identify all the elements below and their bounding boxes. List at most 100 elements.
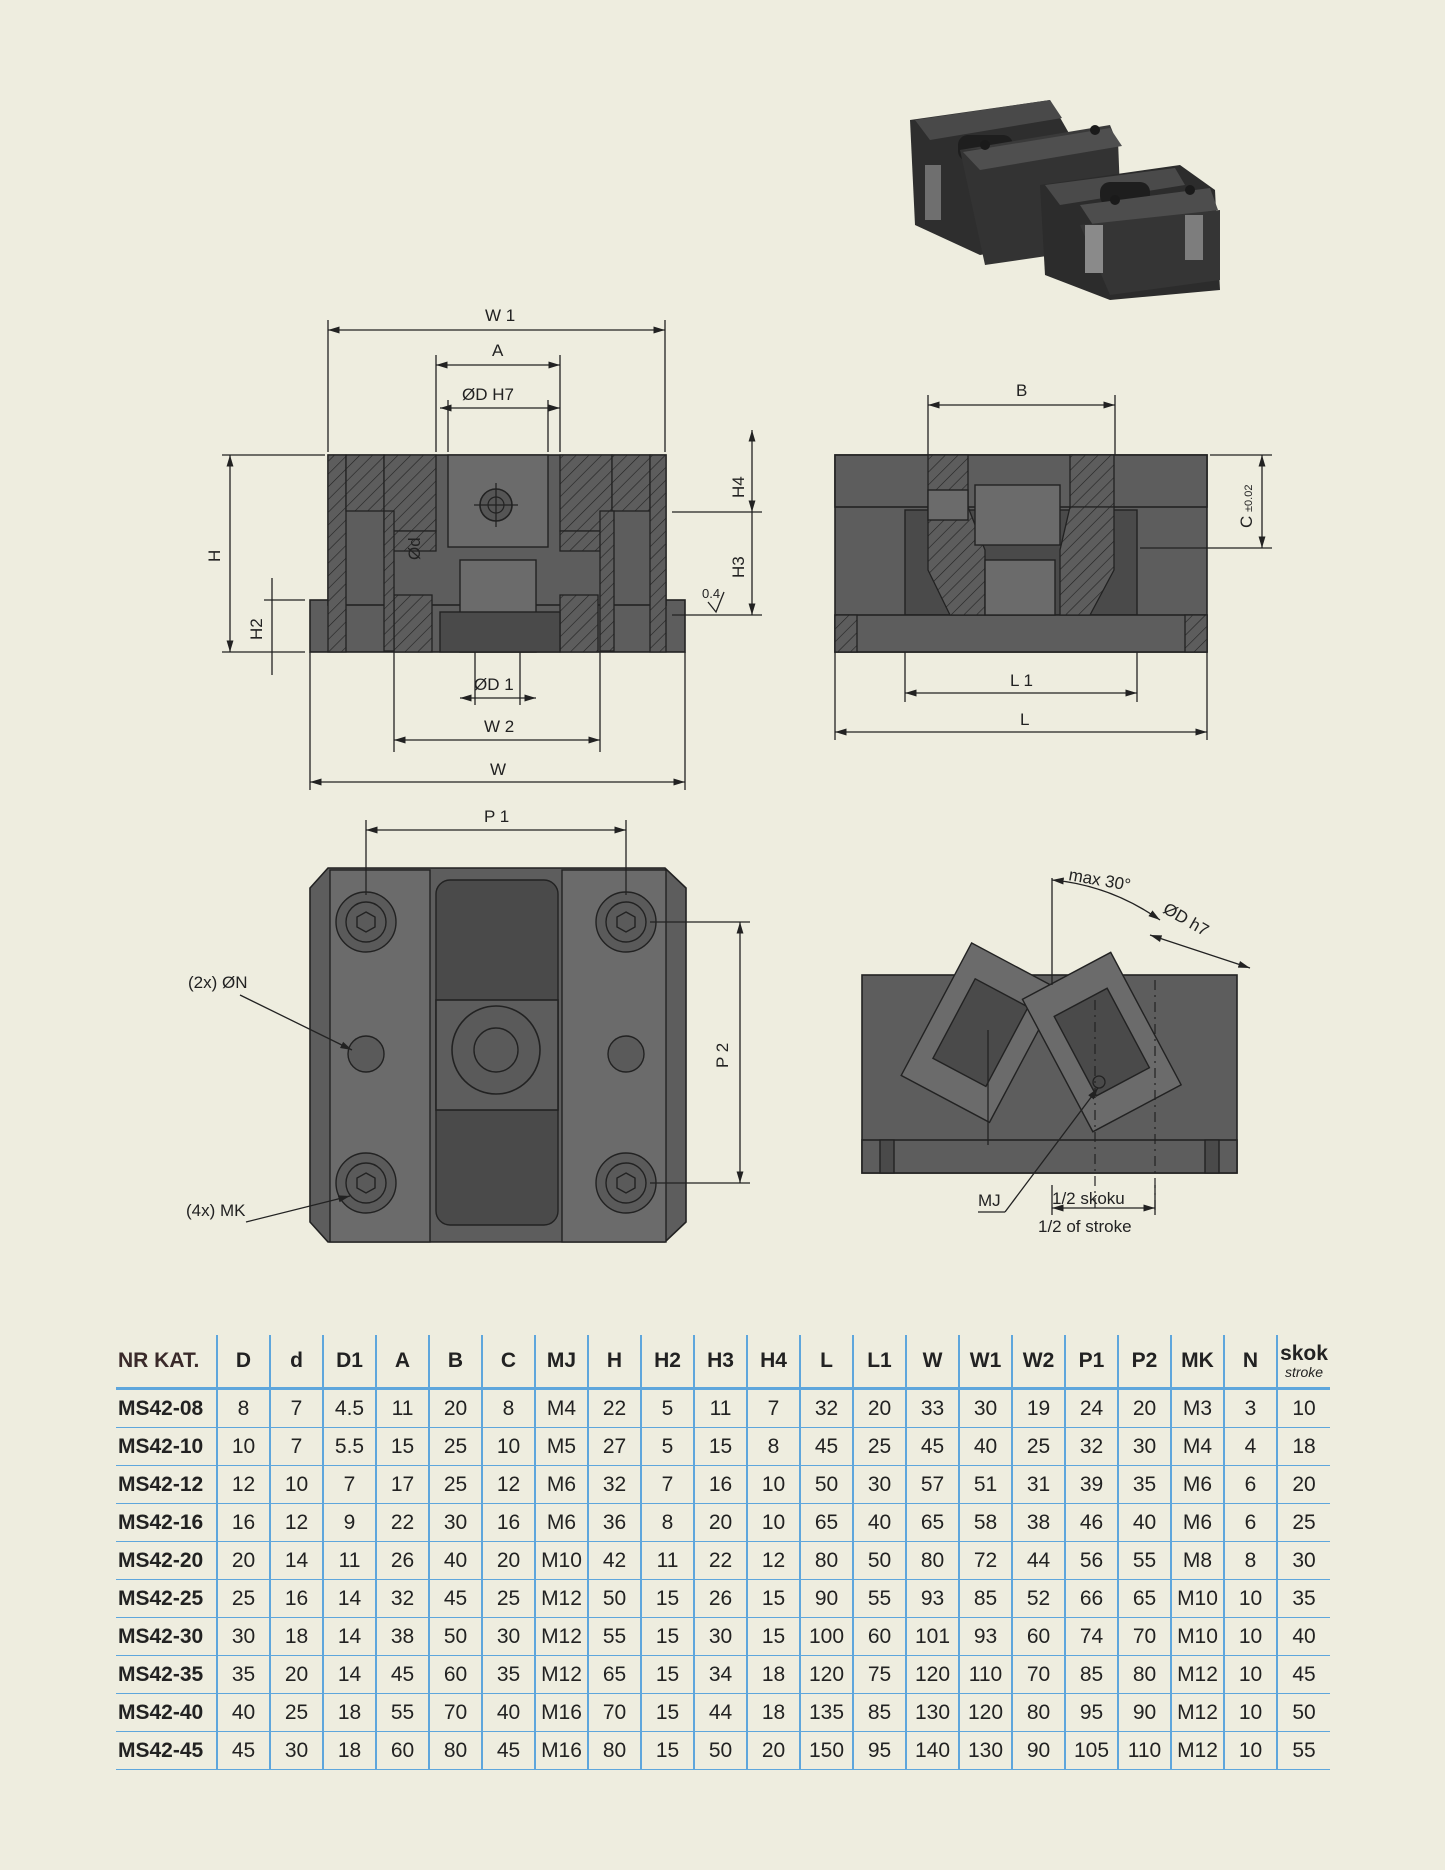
table-cell: 40 xyxy=(428,1541,482,1580)
table-cell: 110 xyxy=(958,1655,1012,1694)
table-cell: 12 xyxy=(481,1465,535,1504)
table-cell: 18 xyxy=(746,1655,800,1694)
table-cell: 150 xyxy=(799,1731,853,1770)
table-cell: 14 xyxy=(322,1655,376,1694)
dim-L: L xyxy=(1020,710,1029,729)
column-header: N xyxy=(1223,1335,1277,1390)
table-cell: 51 xyxy=(958,1465,1012,1504)
table-cell: 135 xyxy=(799,1693,853,1732)
catalog-number-cell: MS42-30 xyxy=(116,1617,217,1656)
table-cell: 10 xyxy=(1276,1388,1330,1428)
table-cell: 20 xyxy=(428,1388,482,1428)
column-header: D xyxy=(216,1335,270,1390)
table-cell: 7 xyxy=(322,1465,376,1504)
column-header: MJ xyxy=(534,1335,588,1390)
table-cell: 65 xyxy=(799,1503,853,1542)
table-cell: 20 xyxy=(746,1731,800,1770)
column-header: W1 xyxy=(958,1335,1012,1390)
table-cell: 50 xyxy=(428,1617,482,1656)
catalog-number-cell: MS42-45 xyxy=(116,1731,217,1770)
table-cell: 44 xyxy=(693,1693,747,1732)
table-cell: 40 xyxy=(958,1427,1012,1466)
column-header: C xyxy=(481,1335,535,1390)
table-cell: 45 xyxy=(799,1427,853,1466)
table-cell: 24 xyxy=(1064,1388,1118,1428)
table-cell: 16 xyxy=(269,1579,323,1618)
table-cell: 31 xyxy=(1011,1465,1065,1504)
label-MK: (4x) MK xyxy=(186,1201,246,1220)
table-cell: M12 xyxy=(1170,1731,1224,1770)
table-cell: 18 xyxy=(322,1693,376,1732)
table-cell: 120 xyxy=(905,1655,959,1694)
table-cell: 5.5 xyxy=(322,1427,376,1466)
dim-P2: P 2 xyxy=(713,1043,732,1068)
table-cell: 90 xyxy=(1011,1731,1065,1770)
table-cell: 80 xyxy=(1011,1693,1065,1732)
column-header: H3 xyxy=(693,1335,747,1390)
table-cell: 10 xyxy=(1223,1693,1277,1732)
table-cell: 15 xyxy=(640,1655,694,1694)
table-cell: 9 xyxy=(322,1503,376,1542)
table-cell: 95 xyxy=(852,1731,906,1770)
column-header: P1 xyxy=(1064,1335,1118,1390)
table-cell: 10 xyxy=(269,1465,323,1504)
table-cell: 46 xyxy=(1064,1503,1118,1542)
table-cell: 35 xyxy=(1117,1465,1171,1504)
table-cell: 10 xyxy=(216,1427,270,1466)
table-cell: 70 xyxy=(1011,1655,1065,1694)
table-cell: M12 xyxy=(534,1579,588,1618)
table-cell: 30 xyxy=(693,1617,747,1656)
catalog-number-cell: MS42-10 xyxy=(116,1427,217,1466)
table-cell: 34 xyxy=(693,1655,747,1694)
table-cell: 85 xyxy=(1064,1655,1118,1694)
dim-W: W xyxy=(490,760,506,779)
dim-H2: H2 xyxy=(247,618,266,640)
table-cell: M6 xyxy=(1170,1465,1224,1504)
column-header: d xyxy=(269,1335,323,1390)
table-cell: 35 xyxy=(481,1655,535,1694)
table-cell: 26 xyxy=(693,1579,747,1618)
table-cell: 18 xyxy=(746,1693,800,1732)
table-cell: 18 xyxy=(1276,1427,1330,1466)
table-cell: 25 xyxy=(1011,1427,1065,1466)
dim-W2: W 2 xyxy=(484,717,514,736)
table-cell: M5 xyxy=(534,1427,588,1466)
table-cell: 6 xyxy=(1223,1465,1277,1504)
table-cell: 10 xyxy=(746,1503,800,1542)
table-cell: 32 xyxy=(587,1465,641,1504)
table-cell: 6 xyxy=(1223,1503,1277,1542)
bolt-icon xyxy=(335,891,397,953)
table-cell: 80 xyxy=(1117,1655,1171,1694)
catalog-number-cell: MS42-25 xyxy=(116,1579,217,1618)
bolt-icon xyxy=(335,1152,397,1214)
swivel-view: max 30° ØD h7 MJ 1/2 skoku 1/2 of stroke xyxy=(861,865,1251,1236)
table-cell: 25 xyxy=(852,1427,906,1466)
dim-C-tolerance: ±0.02 xyxy=(1243,485,1255,512)
table-cell: 30 xyxy=(481,1617,535,1656)
table-cell: 20 xyxy=(1117,1388,1171,1428)
catalog-number-cell: MS42-12 xyxy=(116,1465,217,1504)
table-cell: 105 xyxy=(1064,1731,1118,1770)
table-cell: 16 xyxy=(693,1465,747,1504)
table-cell: 15 xyxy=(693,1427,747,1466)
catalog-number-cell: MS42-35 xyxy=(116,1655,217,1694)
table-cell: 55 xyxy=(375,1693,429,1732)
table-cell: 10 xyxy=(1223,1655,1277,1694)
table-cell: 7 xyxy=(746,1388,800,1428)
table-cell: 4.5 xyxy=(322,1388,376,1428)
table-cell: 130 xyxy=(905,1693,959,1732)
table-cell: 14 xyxy=(322,1617,376,1656)
table-cell: 70 xyxy=(587,1693,641,1732)
table-cell: 30 xyxy=(428,1503,482,1542)
table-cell: 22 xyxy=(693,1541,747,1580)
table-cell: M6 xyxy=(1170,1503,1224,1542)
table-cell: 42 xyxy=(587,1541,641,1580)
table-cell: 35 xyxy=(216,1655,270,1694)
table-cell: 10 xyxy=(1223,1579,1277,1618)
table-cell: 45 xyxy=(216,1731,270,1770)
